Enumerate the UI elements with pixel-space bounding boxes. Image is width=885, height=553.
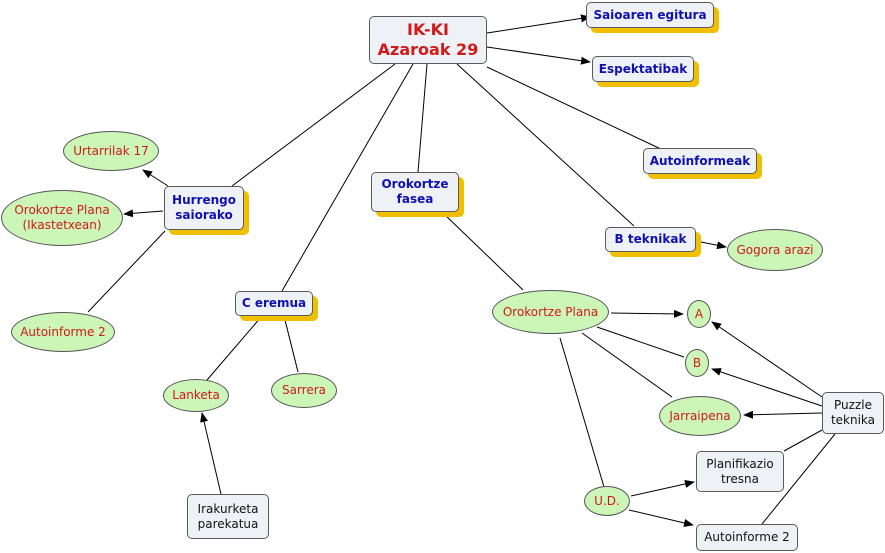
edge-plana-ud bbox=[559, 337, 605, 488]
leaf-ud[interactable]: U.D. bbox=[584, 486, 630, 516]
edge-root-orokortze-fasea bbox=[417, 63, 428, 173]
leaf-b[interactable]: B bbox=[685, 349, 709, 377]
edge-root-saioaren bbox=[486, 14, 591, 34]
edge-root-ceremua bbox=[281, 63, 414, 292]
edge-puzzle-a bbox=[711, 321, 823, 398]
edge-hurrengo-urtarrilak bbox=[142, 169, 169, 187]
leaf-sarrera[interactable]: Sarrera bbox=[271, 373, 337, 408]
root-node[interactable]: IK-KI Azaroak 29 bbox=[369, 16, 487, 64]
leaf-orokortze-plana[interactable]: Orokortze Plana bbox=[492, 290, 609, 334]
edge-ceremua-sarrera bbox=[283, 315, 299, 373]
edge-root-espektatibak bbox=[486, 46, 591, 65]
edge-puzzle-autoinforme2 bbox=[761, 433, 836, 525]
edge-hurrengo-orokortzeplana bbox=[123, 209, 164, 218]
node-puzzle-teknika[interactable]: Puzzle teknika bbox=[822, 392, 884, 434]
edge-root-hurrengo bbox=[231, 63, 396, 187]
root-title-line1: IK-KI bbox=[407, 20, 449, 39]
edge-plana-a bbox=[610, 309, 684, 318]
topic-autoinformeak[interactable]: Autoinformeak bbox=[643, 148, 757, 174]
node-irakurketa-parekatua[interactable]: Irakurketa parekatua bbox=[187, 494, 269, 539]
topic-orokortze-fasea[interactable]: Orokortze fasea bbox=[371, 172, 459, 212]
topic-espektatibak[interactable]: Espektatibak bbox=[592, 56, 694, 82]
topic-hurrengo-saiorako[interactable]: Hurrengo saiorako bbox=[164, 186, 244, 230]
edge-root-autoinformeak bbox=[486, 66, 664, 151]
node-planifikazio-tresna[interactable]: Planifikazio tresna bbox=[696, 451, 784, 492]
edge-ud-planifikazio bbox=[630, 480, 695, 497]
edge-bteknikak-gogora bbox=[695, 240, 727, 250]
edge-ud-autoinforme2 bbox=[628, 509, 694, 527]
edge-hurrengo-autoinforme2 bbox=[87, 230, 166, 313]
edge-plana-b bbox=[596, 326, 685, 358]
topic-saioaren-egitura[interactable]: Saioaren egitura bbox=[586, 2, 714, 28]
edge-root-bteknikak bbox=[456, 63, 635, 227]
edge-puzzle-planifikazio bbox=[783, 429, 823, 452]
edge-irakurketa-lanketa bbox=[200, 412, 222, 495]
edge-fasea-plana bbox=[442, 212, 524, 291]
node-autoinforme-2-right[interactable]: Autoinforme 2 bbox=[696, 524, 798, 551]
leaf-a[interactable]: A bbox=[687, 300, 711, 328]
leaf-autoinforme-2-left[interactable]: Autoinforme 2 bbox=[11, 312, 115, 352]
leaf-orokortze-plana-ikastetxean[interactable]: Orokortze Plana (Ikastetxean) bbox=[1, 190, 123, 246]
edge-ceremua-lanketa bbox=[206, 315, 263, 381]
topic-b-teknikak[interactable]: B teknikak bbox=[605, 227, 696, 252]
edge-plana-jarraipena bbox=[581, 332, 673, 398]
edge-puzzle-b bbox=[711, 368, 823, 407]
root-title-line2: Azaroak 29 bbox=[377, 40, 479, 59]
leaf-urtarrilak-17[interactable]: Urtarrilak 17 bbox=[63, 131, 159, 171]
leaf-gogora-arazi[interactable]: Gogora arazi bbox=[727, 229, 823, 271]
leaf-jarraipena[interactable]: Jarraipena bbox=[659, 396, 741, 436]
edge-puzzle-jarraipena bbox=[743, 410, 823, 419]
leaf-lanketa[interactable]: Lanketa bbox=[163, 379, 229, 412]
topic-c-eremua[interactable]: C eremua bbox=[235, 291, 313, 316]
